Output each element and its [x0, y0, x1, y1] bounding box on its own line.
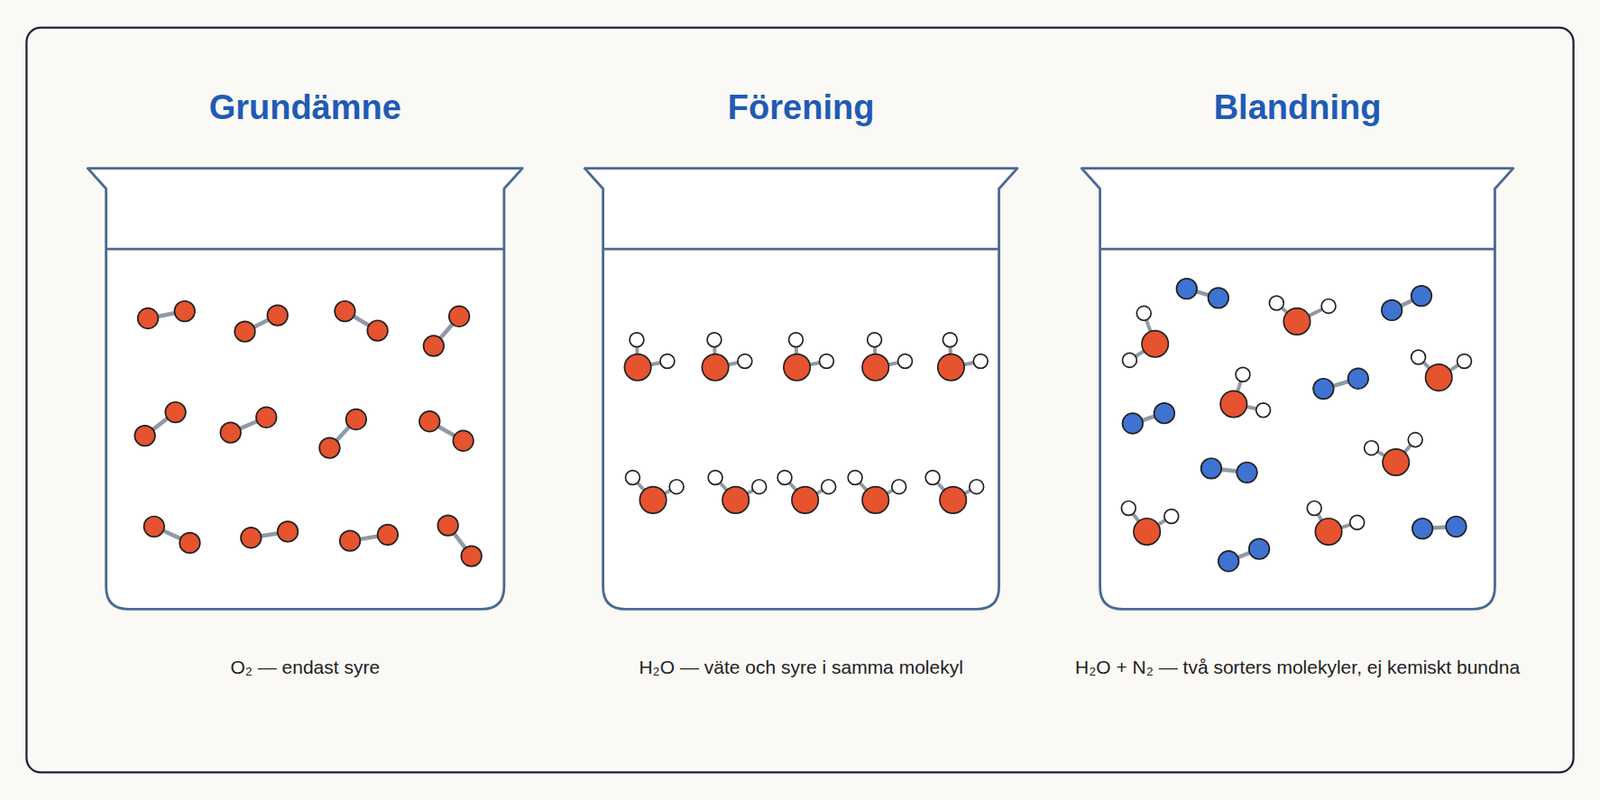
beaker-panel: Grundämne O₂ — endast syre	[87, 87, 523, 680]
water-molecule	[937, 332, 988, 381]
panel-title: Grundämne	[209, 87, 402, 129]
water-molecule	[708, 470, 766, 515]
diatomic-molecule	[137, 301, 195, 330]
liquid-level	[106, 248, 505, 251]
water-molecule	[925, 470, 984, 515]
diatomic-molecule	[1176, 278, 1229, 309]
diatomic-molecule	[340, 524, 398, 552]
diatomic-molecule	[240, 521, 298, 548]
water-molecule	[625, 470, 684, 515]
liquid-level	[1100, 248, 1496, 251]
diatomic-molecule	[319, 409, 367, 459]
water-molecule	[1364, 432, 1423, 477]
diatomic-molecule	[1218, 538, 1270, 571]
beaker	[87, 168, 523, 610]
diatomic-molecule	[1313, 367, 1369, 399]
water-molecule	[1411, 349, 1472, 391]
water-molecule	[1121, 501, 1178, 546]
water-molecule	[624, 332, 674, 381]
water-molecule	[1306, 501, 1364, 546]
diatomic-molecule	[220, 406, 276, 443]
diatomic-molecule	[423, 305, 470, 356]
water-molecule	[783, 332, 834, 381]
liquid-level	[603, 248, 1000, 251]
beaker-panel: BlandningH₂O + N₂ — två sorters molekyle…	[1070, 87, 1525, 680]
diatomic-molecule	[144, 515, 201, 553]
water-molecule	[862, 332, 912, 381]
diatomic-molecule	[1381, 285, 1432, 321]
panel-title: Förening	[727, 87, 875, 129]
diatomic-molecule	[437, 514, 482, 567]
water-molecule	[1268, 295, 1336, 335]
water-molecule	[701, 332, 752, 381]
frame	[26, 27, 1573, 773]
diatomic-molecule	[234, 304, 288, 342]
diatomic-molecule	[134, 402, 186, 447]
panel-caption: H₂O + N₂ — två sorters molekyler, ej kem…	[1075, 654, 1520, 680]
water-molecule	[1220, 367, 1270, 417]
water-molecule	[847, 470, 906, 515]
diatomic-molecule	[419, 411, 474, 451]
water-molecule	[1122, 305, 1169, 368]
water-molecule	[777, 470, 836, 515]
diatomic-molecule	[334, 301, 388, 341]
panel-caption: O₂ — endast syre	[229, 654, 380, 680]
diatomic-molecule	[1412, 515, 1467, 539]
diatomic-molecule	[1122, 403, 1176, 434]
diatomic-molecule	[1201, 458, 1258, 483]
beaker	[584, 168, 1018, 610]
beaker	[1081, 168, 1514, 610]
panel-title: Blandning	[1213, 87, 1382, 129]
panel-caption: H₂O — väte och syre i samma molekyl	[638, 654, 963, 680]
beaker-panel: FöreningH₂O — väte och syre i samma mole…	[584, 87, 1018, 680]
